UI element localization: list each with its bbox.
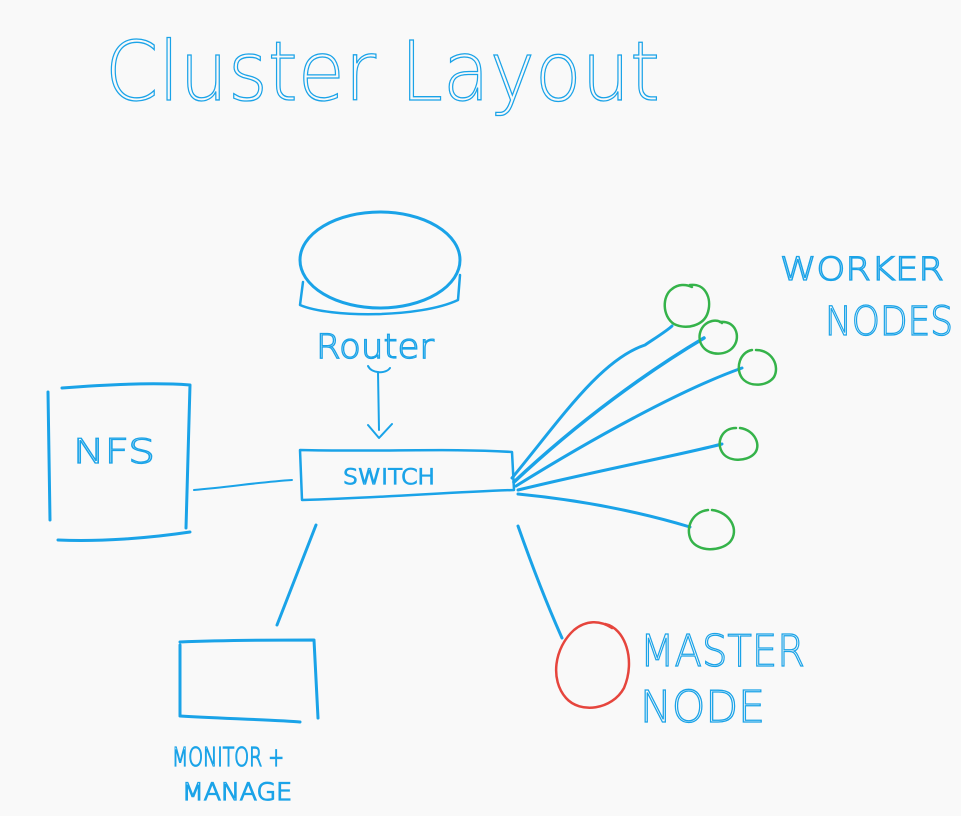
switch-shape <box>298 448 516 502</box>
router-to-switch-arrow <box>367 365 393 439</box>
nfs-shape <box>46 382 192 543</box>
worker-node-1 <box>663 283 711 328</box>
router-label: Router <box>316 327 434 367</box>
switch-label: SWITCH <box>343 465 435 489</box>
nfs-to-switch-link <box>193 479 293 491</box>
nfs-label: NFS <box>73 432 155 472</box>
master-label-line1: MASTER <box>640 626 805 677</box>
diagram-title: Cluster Layout <box>105 25 660 120</box>
workers-label-line2: NODES <box>825 299 953 345</box>
worker-node-circles <box>663 283 778 551</box>
monitor-label-line2: MANAGE <box>182 778 292 806</box>
monitor-label-line1: MONITOR + <box>172 743 284 773</box>
master-to-switch-link <box>516 524 564 640</box>
worker-node-4 <box>718 426 759 461</box>
worker-node-2 <box>698 319 739 355</box>
worker-node-3 <box>737 348 778 386</box>
workers-label-line1: WORKER <box>780 250 944 288</box>
monitor-shape <box>178 638 320 724</box>
monitor-to-switch-link <box>275 523 318 627</box>
worker-node-5 <box>687 508 736 551</box>
master-label-line2: NODE <box>640 682 765 733</box>
master-node-circle <box>554 621 631 709</box>
worker-links <box>510 324 744 529</box>
router-shape <box>298 210 462 316</box>
